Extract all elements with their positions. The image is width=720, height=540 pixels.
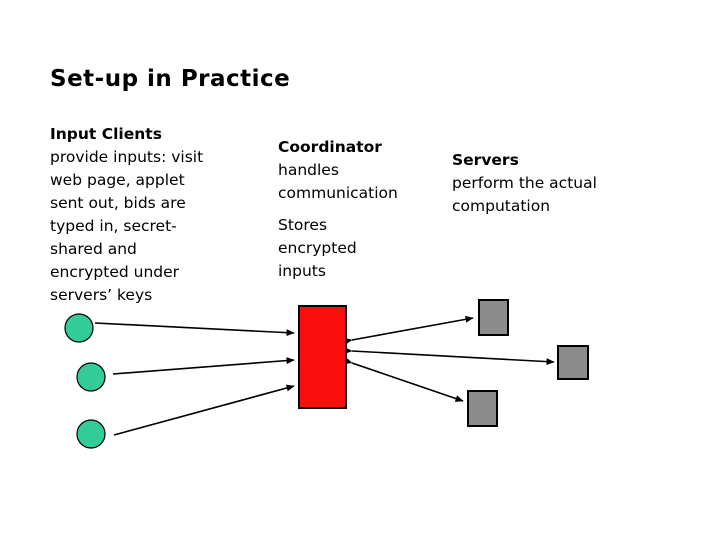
text-line: communication (278, 184, 398, 202)
coordinator-heading: Coordinator (278, 138, 382, 156)
input-client-circle (76, 362, 106, 392)
server-square (557, 345, 589, 380)
text-line: sent out, bids are (50, 194, 186, 212)
coordinator-server-arrow (343, 357, 464, 402)
text-line: encrypted under (50, 263, 180, 281)
text-line: perform the actual (452, 174, 597, 192)
servers-heading: Servers (452, 151, 519, 169)
page-title: Set-up in Practice (50, 66, 291, 92)
client-to-coordinator-arrow (113, 384, 295, 436)
servers-text-block: Servers perform the actual computation (452, 149, 597, 218)
text-line: provide inputs: visit (50, 148, 204, 166)
coordinator-box (298, 305, 347, 409)
coordinator-text-block: Coordinator handles communication Stores… (278, 136, 398, 283)
text-line: shared and (50, 240, 137, 258)
text-line: typed in, secret- (50, 217, 177, 235)
client-to-coordinator-arrow (94, 322, 295, 337)
text-line: handles (278, 161, 339, 179)
server-square (478, 299, 509, 336)
text-line: Stores (278, 216, 328, 234)
input-client-circle (76, 419, 106, 449)
coordinator-server-arrow (343, 315, 474, 345)
text-line: web page, applet (50, 171, 185, 189)
text-line: computation (452, 197, 551, 215)
clients-text-block: Input Clients provide inputs: visit web … (50, 123, 203, 307)
text-line: servers’ keys (50, 286, 153, 304)
text-line: inputs (278, 262, 326, 280)
coordinator-server-arrow (344, 347, 555, 366)
text-line: encrypted (278, 239, 357, 257)
server-square (467, 390, 498, 427)
client-to-coordinator-arrow (112, 357, 295, 375)
clients-heading: Input Clients (50, 125, 162, 143)
input-client-circle (64, 313, 94, 343)
